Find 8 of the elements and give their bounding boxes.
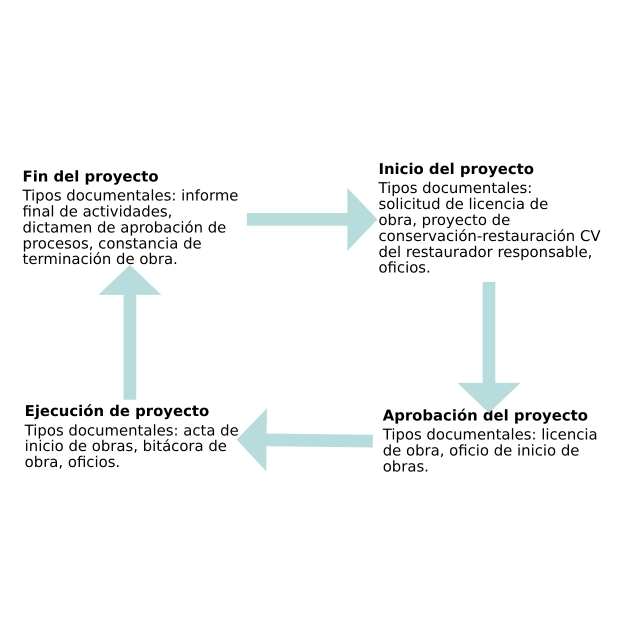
node-text: Inicio del proyecto Tipos documentales: solicitud de licencia de obra, proyecto de conservación-restauración CV del restaurador responsable, oficios.	[378, 160, 601, 277]
node-text: Aprobación del proyecto Tipos documentales: licencia de obra, oficio de inicio de obras.	[382, 406, 598, 476]
arrow	[246, 188, 378, 251]
node-text: Fin del proyecto Tipos documentales: informe final de actividades, dictamen de aprobación de procesos, constancia de terminación de obra.	[22, 167, 238, 268]
arrow	[457, 282, 521, 413]
arrow	[236, 408, 373, 472]
node-text: Ejecución de proyecto Tipos documentales: acta de inicio de obras, bitácora de obra, oficios.	[24, 402, 239, 472]
arrow	[98, 264, 162, 400]
